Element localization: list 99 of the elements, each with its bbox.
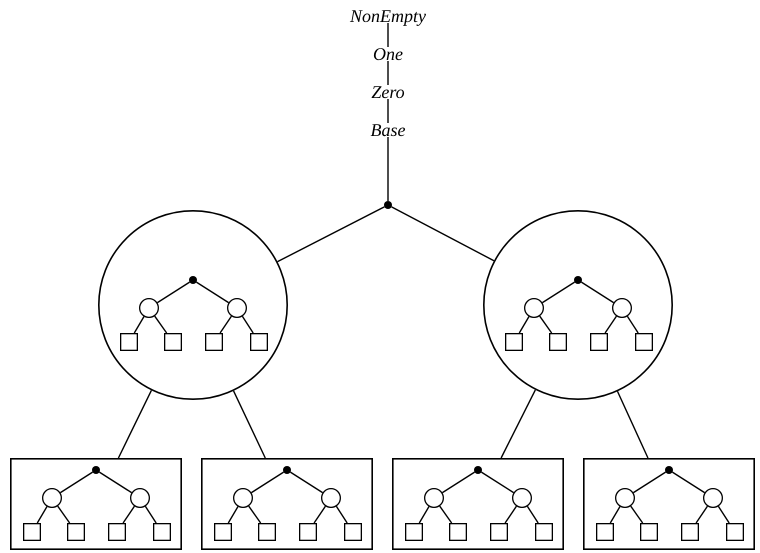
connector-line — [442, 472, 475, 494]
connector-line — [122, 506, 135, 524]
connector-line — [144, 506, 157, 524]
connector-line — [526, 506, 539, 524]
connector-line — [630, 506, 644, 524]
connector-line — [277, 206, 385, 262]
rectangle-frame — [10, 458, 182, 550]
type-label: NonEmpty — [328, 6, 448, 26]
connector-line — [242, 316, 254, 334]
square-node — [681, 523, 699, 541]
circle-node — [139, 298, 159, 318]
square-node — [449, 523, 467, 541]
square-node — [490, 523, 508, 541]
connector-line — [57, 506, 70, 524]
square-node — [590, 333, 608, 351]
connector-line — [220, 316, 232, 334]
square-node — [164, 333, 182, 351]
circle-frame — [98, 210, 288, 400]
dot-node — [384, 201, 392, 209]
circle-node — [130, 488, 150, 508]
square-node — [258, 523, 276, 541]
dot-node — [665, 466, 673, 474]
dot-node — [574, 276, 582, 284]
connector-line — [542, 282, 575, 304]
circle-frame — [483, 210, 673, 400]
connector-line — [604, 316, 617, 334]
rectangle-frame — [392, 458, 564, 550]
connector-line — [336, 506, 348, 524]
connector-line — [290, 472, 323, 494]
connector-line — [672, 472, 705, 494]
circle-node — [227, 298, 247, 318]
circle-node — [612, 298, 632, 318]
connector-line — [439, 506, 452, 524]
connector-line — [387, 61, 389, 85]
rectangle-frame — [201, 458, 373, 550]
square-node — [299, 523, 317, 541]
square-node — [635, 333, 653, 351]
connector-line — [248, 506, 262, 524]
square-node — [153, 523, 171, 541]
connector-line — [616, 391, 649, 458]
connector-line — [504, 506, 517, 524]
square-node — [344, 523, 362, 541]
circle-node — [512, 488, 532, 508]
connector-line — [196, 282, 229, 304]
square-node — [535, 523, 553, 541]
dot-node — [189, 276, 197, 284]
connector-line — [99, 472, 132, 494]
dot-node — [283, 466, 291, 474]
circle-node — [524, 298, 544, 318]
connector-line — [154, 316, 168, 334]
connector-line — [36, 506, 48, 524]
square-node — [596, 523, 614, 541]
connector-line — [626, 316, 639, 334]
square-node — [67, 523, 85, 541]
circle-node — [615, 488, 635, 508]
square-node — [549, 333, 567, 351]
connector-line — [387, 99, 389, 123]
connector-line — [418, 506, 430, 524]
connector-line — [391, 206, 494, 262]
dot-node — [92, 466, 100, 474]
connector-line — [387, 23, 389, 47]
connector-line — [539, 316, 552, 334]
rectangle-frame — [583, 458, 755, 550]
square-node — [505, 333, 523, 351]
square-node — [108, 523, 126, 541]
connector-line — [718, 506, 730, 524]
connector-line — [481, 472, 514, 494]
connector-line — [314, 506, 326, 524]
circle-node — [321, 488, 341, 508]
connector-line — [232, 390, 266, 458]
connector-line — [610, 506, 621, 524]
connector-line — [633, 472, 666, 494]
square-node — [640, 523, 658, 541]
square-node — [205, 333, 223, 351]
type-label: Zero — [328, 82, 448, 102]
type-label: One — [328, 44, 448, 64]
circle-node — [233, 488, 253, 508]
connector-line — [251, 472, 284, 494]
square-node — [726, 523, 744, 541]
connector-line — [60, 472, 93, 494]
square-node — [405, 523, 423, 541]
circle-node — [424, 488, 444, 508]
square-node — [250, 333, 268, 351]
dot-node — [474, 466, 482, 474]
connector-line — [157, 282, 190, 304]
connector-line — [387, 137, 389, 201]
connector-line — [581, 282, 614, 304]
circle-node — [703, 488, 723, 508]
square-node — [214, 523, 232, 541]
connector-line — [118, 390, 152, 458]
square-node — [120, 333, 138, 351]
connector-line — [228, 506, 239, 524]
circle-node — [42, 488, 62, 508]
connector-line — [696, 506, 708, 524]
type-label: Base — [328, 120, 448, 140]
connector-line — [518, 316, 530, 334]
square-node — [23, 523, 41, 541]
connector-line — [134, 316, 145, 334]
connector-line — [500, 390, 536, 458]
